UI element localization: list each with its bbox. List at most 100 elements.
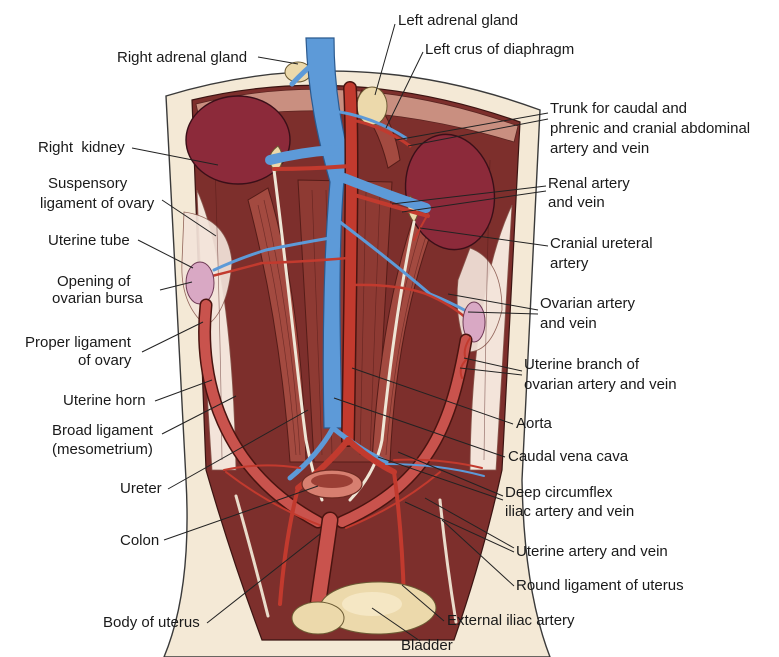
leader-uterine-artery-1 bbox=[424, 497, 515, 549]
right-kidney bbox=[185, 95, 291, 185]
leader-ovarian-1 bbox=[447, 293, 539, 311]
label-ovarian-artery-line-1: Ovarian artery bbox=[540, 295, 636, 312]
right-ovarian-artery bbox=[210, 256, 350, 278]
label-suspensory-line-2: ligament of ovary bbox=[40, 195, 155, 212]
adrenal-vein bbox=[289, 57, 321, 87]
leader-trunk-1 bbox=[395, 112, 549, 141]
right-renal-artery bbox=[272, 164, 352, 171]
leader-ovarian-2 bbox=[467, 311, 539, 315]
label-deep-circumflex-line-1: Deep circumflex bbox=[505, 484, 613, 501]
label-trunk-line-2: phrenic and cranial abdominal bbox=[550, 120, 750, 137]
label-suspensory-line-1: Suspensory bbox=[48, 175, 128, 192]
colon-lumen bbox=[311, 474, 353, 488]
leader-left-adrenal-gland bbox=[374, 23, 396, 96]
leader-uterine-branch-2 bbox=[459, 367, 523, 376]
right-renal-vein bbox=[265, 145, 339, 165]
label-cranial-ureteral-line-2: artery bbox=[550, 255, 589, 272]
leader-caudal-vena-cava bbox=[333, 397, 506, 458]
left-common-iliac-artery bbox=[345, 437, 397, 475]
label-body-of-uterus: Body of uterus bbox=[103, 614, 200, 631]
leader-ureter bbox=[167, 409, 309, 490]
left-renal-vein bbox=[339, 173, 431, 213]
left-deep-circumflex-iliac-artery bbox=[393, 458, 483, 469]
leader-suspensory-ligament bbox=[161, 199, 217, 237]
leader-renal-2 bbox=[401, 190, 547, 213]
label-uterine-artery-and-vein: Uterine artery and vein bbox=[516, 543, 668, 560]
leader-proper-ligament bbox=[141, 321, 204, 353]
phrenicoabdominal-artery bbox=[350, 118, 412, 148]
label-caudal-vena-cava: Caudal vena cava bbox=[508, 448, 629, 465]
bladder-apex bbox=[342, 592, 402, 616]
right-ovarian-vein bbox=[212, 236, 332, 272]
label-deep-circumflex-line-2: iliac artery and vein bbox=[505, 503, 634, 520]
phrenicoabdominal-vein bbox=[338, 110, 408, 140]
left-ovarian-artery bbox=[348, 283, 468, 320]
label-ureter: Ureter bbox=[120, 480, 162, 497]
leader-right-kidney bbox=[131, 147, 219, 166]
label-broad-ligament-line-1: Broad ligament bbox=[52, 422, 154, 439]
right-deep-circumflex-iliac-artery bbox=[223, 464, 301, 471]
leader-deep-circumflex-1 bbox=[397, 451, 504, 497]
left-uterine-artery bbox=[345, 471, 441, 529]
left-ovarian-vein bbox=[338, 220, 470, 314]
leader-colon bbox=[163, 485, 319, 541]
label-left-crus-of-diaphragm: Left crus of diaphragm bbox=[425, 41, 574, 58]
label-left-adrenal-gland: Left adrenal gland bbox=[398, 12, 518, 29]
label-colon: Colon bbox=[120, 532, 159, 549]
leader-aorta bbox=[351, 367, 514, 425]
leader-renal-1 bbox=[391, 185, 547, 205]
leader-trunk-2 bbox=[407, 118, 549, 147]
right-uterine-horn bbox=[199, 300, 323, 527]
leader-round-ligament bbox=[441, 519, 515, 587]
left-round-ligament bbox=[438, 498, 458, 624]
label-external-iliac-artery: External iliac artery bbox=[447, 612, 575, 629]
cranial-ureteral-artery bbox=[413, 213, 429, 241]
pelvic-fat bbox=[291, 601, 345, 635]
leader-external-iliac bbox=[401, 584, 445, 622]
label-bladder: Bladder bbox=[401, 637, 453, 654]
label-uterine-branch-line-2: ovarian artery and vein bbox=[524, 376, 677, 393]
leader-broad-ligament bbox=[161, 395, 237, 435]
label-uterine-horn: Uterine horn bbox=[63, 392, 146, 409]
labels: Left adrenal gland Right adrenal gland L… bbox=[25, 12, 750, 654]
label-ovarian-artery-line-2: and vein bbox=[540, 315, 597, 332]
label-proper-ligament-line-1: Proper ligament bbox=[25, 334, 132, 351]
diaphragm-band bbox=[195, 88, 519, 143]
label-broad-ligament-line-2: (mesometrium) bbox=[52, 441, 153, 458]
leader-uterine-branch-1 bbox=[463, 357, 523, 372]
leader-uterine-horn bbox=[154, 379, 213, 402]
label-aorta: Aorta bbox=[516, 415, 553, 432]
leader-cranial-ureteral bbox=[419, 227, 549, 247]
right-round-ligament bbox=[234, 494, 270, 618]
illustration bbox=[163, 37, 551, 657]
leader-deep-circumflex-2 bbox=[377, 456, 504, 501]
leader-body-of-uterus bbox=[206, 533, 321, 624]
leader-lines bbox=[131, 23, 549, 642]
leader-bladder bbox=[371, 607, 421, 642]
label-right-adrenal-gland: Right adrenal gland bbox=[117, 49, 247, 66]
leader-ovarian-bursa bbox=[159, 281, 193, 291]
label-round-ligament-of-uterus: Round ligament of uterus bbox=[516, 577, 684, 594]
label-right-kidney: Right kidney bbox=[38, 139, 125, 156]
label-ovarian-bursa-line-1: Opening of bbox=[57, 273, 131, 290]
leader-uterine-artery-2 bbox=[404, 501, 515, 553]
leader-uterine-tube bbox=[137, 239, 194, 269]
left-deep-circumflex-iliac-vein bbox=[385, 463, 485, 477]
aorta bbox=[342, 82, 357, 446]
label-renal-line-2: and vein bbox=[548, 194, 605, 211]
label-trunk-line-3: artery and vein bbox=[550, 140, 649, 157]
leader-right-adrenal-gland bbox=[257, 56, 299, 65]
label-uterine-tube: Uterine tube bbox=[48, 232, 130, 249]
label-renal-line-1: Renal artery bbox=[548, 175, 630, 192]
label-trunk-line-1: Trunk for caudal and bbox=[550, 100, 687, 117]
uterine-branch-vessels bbox=[459, 337, 471, 379]
right-ovary bbox=[185, 261, 215, 305]
label-ovarian-bursa-line-2: ovarian bursa bbox=[52, 290, 144, 307]
right-common-iliac-vein bbox=[287, 425, 336, 481]
left-renal-artery bbox=[349, 192, 430, 218]
leader-left-crus bbox=[385, 51, 424, 129]
label-cranial-ureteral-line-1: Cranial ureteral bbox=[550, 235, 653, 252]
label-uterine-branch-line-1: Uterine branch of bbox=[524, 356, 640, 373]
right-external-iliac-artery bbox=[278, 486, 300, 606]
